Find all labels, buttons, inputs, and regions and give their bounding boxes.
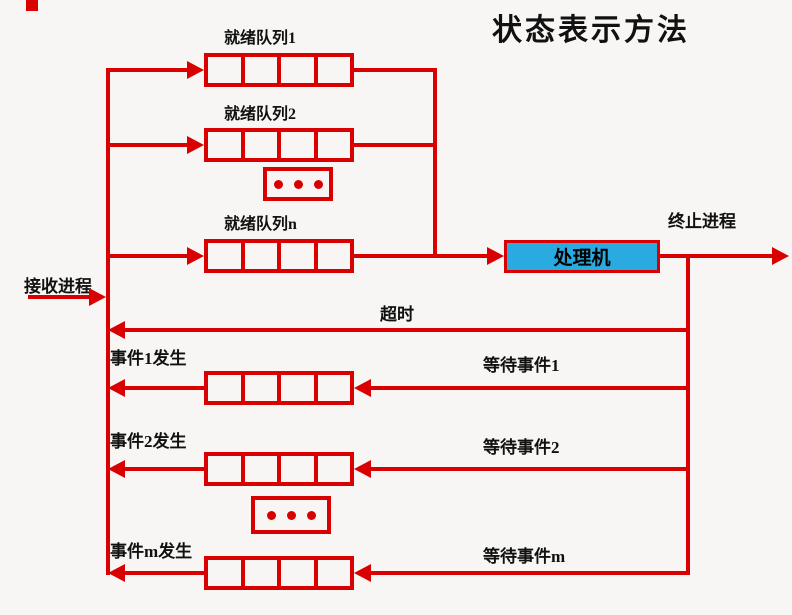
ready-queue-1 xyxy=(204,53,354,87)
wait-event-2-line xyxy=(371,467,686,471)
queue-cell xyxy=(281,243,318,269)
queue-cell xyxy=(318,560,351,586)
timeout-arrowhead-icon xyxy=(108,321,125,339)
queue-cell xyxy=(281,375,318,401)
queue-cell xyxy=(208,57,245,83)
stray-mark xyxy=(26,0,38,11)
event-1-out-line xyxy=(125,386,204,390)
queue-cell xyxy=(318,132,351,158)
queue-cell xyxy=(245,375,281,401)
ready-queue-n-out-line xyxy=(354,254,487,258)
ready-queue-2-in-arrowhead-icon xyxy=(187,136,204,154)
queue-cell xyxy=(281,560,318,586)
queue-cell xyxy=(208,456,245,482)
wait-event-m-label: 等待事件m xyxy=(483,547,566,566)
ready-queue-2-in-line xyxy=(108,143,187,147)
wait-queue-m-in-arrowhead-icon xyxy=(354,564,371,582)
wait-queue-2-in-arrowhead-icon xyxy=(354,460,371,478)
ellipsis-dot-icon xyxy=(306,510,316,520)
receive-process-arrow-line xyxy=(28,295,90,299)
event-2-out-line xyxy=(125,467,204,471)
queue-cell xyxy=(245,456,281,482)
ready-queue-1-out-line xyxy=(354,68,437,72)
ready-queue-1-in-arrowhead-icon xyxy=(187,61,204,79)
ready-queue-n-label: 就绪队列n xyxy=(224,216,297,233)
ready-queue-1-in-line xyxy=(108,68,187,72)
ellipsis-dot-icon xyxy=(313,179,323,189)
wait-queues-ellipsis-box xyxy=(251,496,331,534)
queue-cell xyxy=(318,456,351,482)
receive-process-label: 接收进程 xyxy=(24,277,92,296)
ellipsis-dot-icon xyxy=(286,510,296,520)
event-1-occur-label: 事件1发生 xyxy=(110,349,187,368)
queue-cell xyxy=(281,57,318,83)
event-m-occur-label: 事件m发生 xyxy=(110,542,193,561)
processor-in-arrowhead-icon xyxy=(487,247,504,265)
wait-event-m-line xyxy=(371,571,686,575)
event-m-out-line xyxy=(125,571,204,575)
queue-cell xyxy=(245,57,281,83)
event-2-occur-label: 事件2发生 xyxy=(110,432,187,451)
wait-queue-2 xyxy=(204,452,354,486)
queue-cell xyxy=(208,132,245,158)
ready-queue-2 xyxy=(204,128,354,162)
ellipsis-dot-icon xyxy=(293,179,303,189)
receive-process-arrowhead-icon xyxy=(89,288,106,306)
ready-queues-ellipsis-box xyxy=(263,167,333,201)
queue-cell xyxy=(318,57,351,83)
ready-queue-n-in-line xyxy=(108,254,187,258)
diagram-title: 状态表示方法 xyxy=(492,14,690,47)
right-return-line xyxy=(686,254,690,575)
terminate-line xyxy=(660,254,773,258)
wait-queue-1-in-arrowhead-icon xyxy=(354,379,371,397)
ready-queue-2-label: 就绪队列2 xyxy=(224,106,297,123)
queue-cell xyxy=(245,132,281,158)
queue-cell xyxy=(208,560,245,586)
queue-cell xyxy=(281,132,318,158)
queue-cell xyxy=(245,243,281,269)
wait-queue-m xyxy=(204,556,354,590)
queue-cell xyxy=(208,375,245,401)
queue-cell xyxy=(318,243,351,269)
terminate-arrowhead-icon xyxy=(772,247,789,265)
queue-cell xyxy=(208,243,245,269)
ready-queue-n-in-arrowhead-icon xyxy=(187,247,204,265)
wait-event-1-label: 等待事件1 xyxy=(483,356,560,375)
wait-event-1-line xyxy=(371,386,686,390)
queue-cell xyxy=(281,456,318,482)
ellipsis-dot-icon xyxy=(266,510,276,520)
wait-event-2-label: 等待事件2 xyxy=(483,438,560,457)
event-m-out-arrowhead-icon xyxy=(108,564,125,582)
timeout-line xyxy=(125,328,686,332)
ready-queue-2-out-line xyxy=(354,143,437,147)
timeout-label: 超时 xyxy=(380,305,414,324)
event-1-out-arrowhead-icon xyxy=(108,379,125,397)
ellipsis-dot-icon xyxy=(273,179,283,189)
terminate-process-label: 终止进程 xyxy=(668,212,736,231)
wait-queue-1 xyxy=(204,371,354,405)
queue-cell xyxy=(245,560,281,586)
event-2-out-arrowhead-icon xyxy=(108,460,125,478)
ready-queue-1-label: 就绪队列1 xyxy=(224,30,297,47)
processor-box: 处理机 xyxy=(504,240,660,273)
queue-cell xyxy=(318,375,351,401)
ready-queue-n xyxy=(204,239,354,273)
ready-collector-line xyxy=(433,68,437,258)
